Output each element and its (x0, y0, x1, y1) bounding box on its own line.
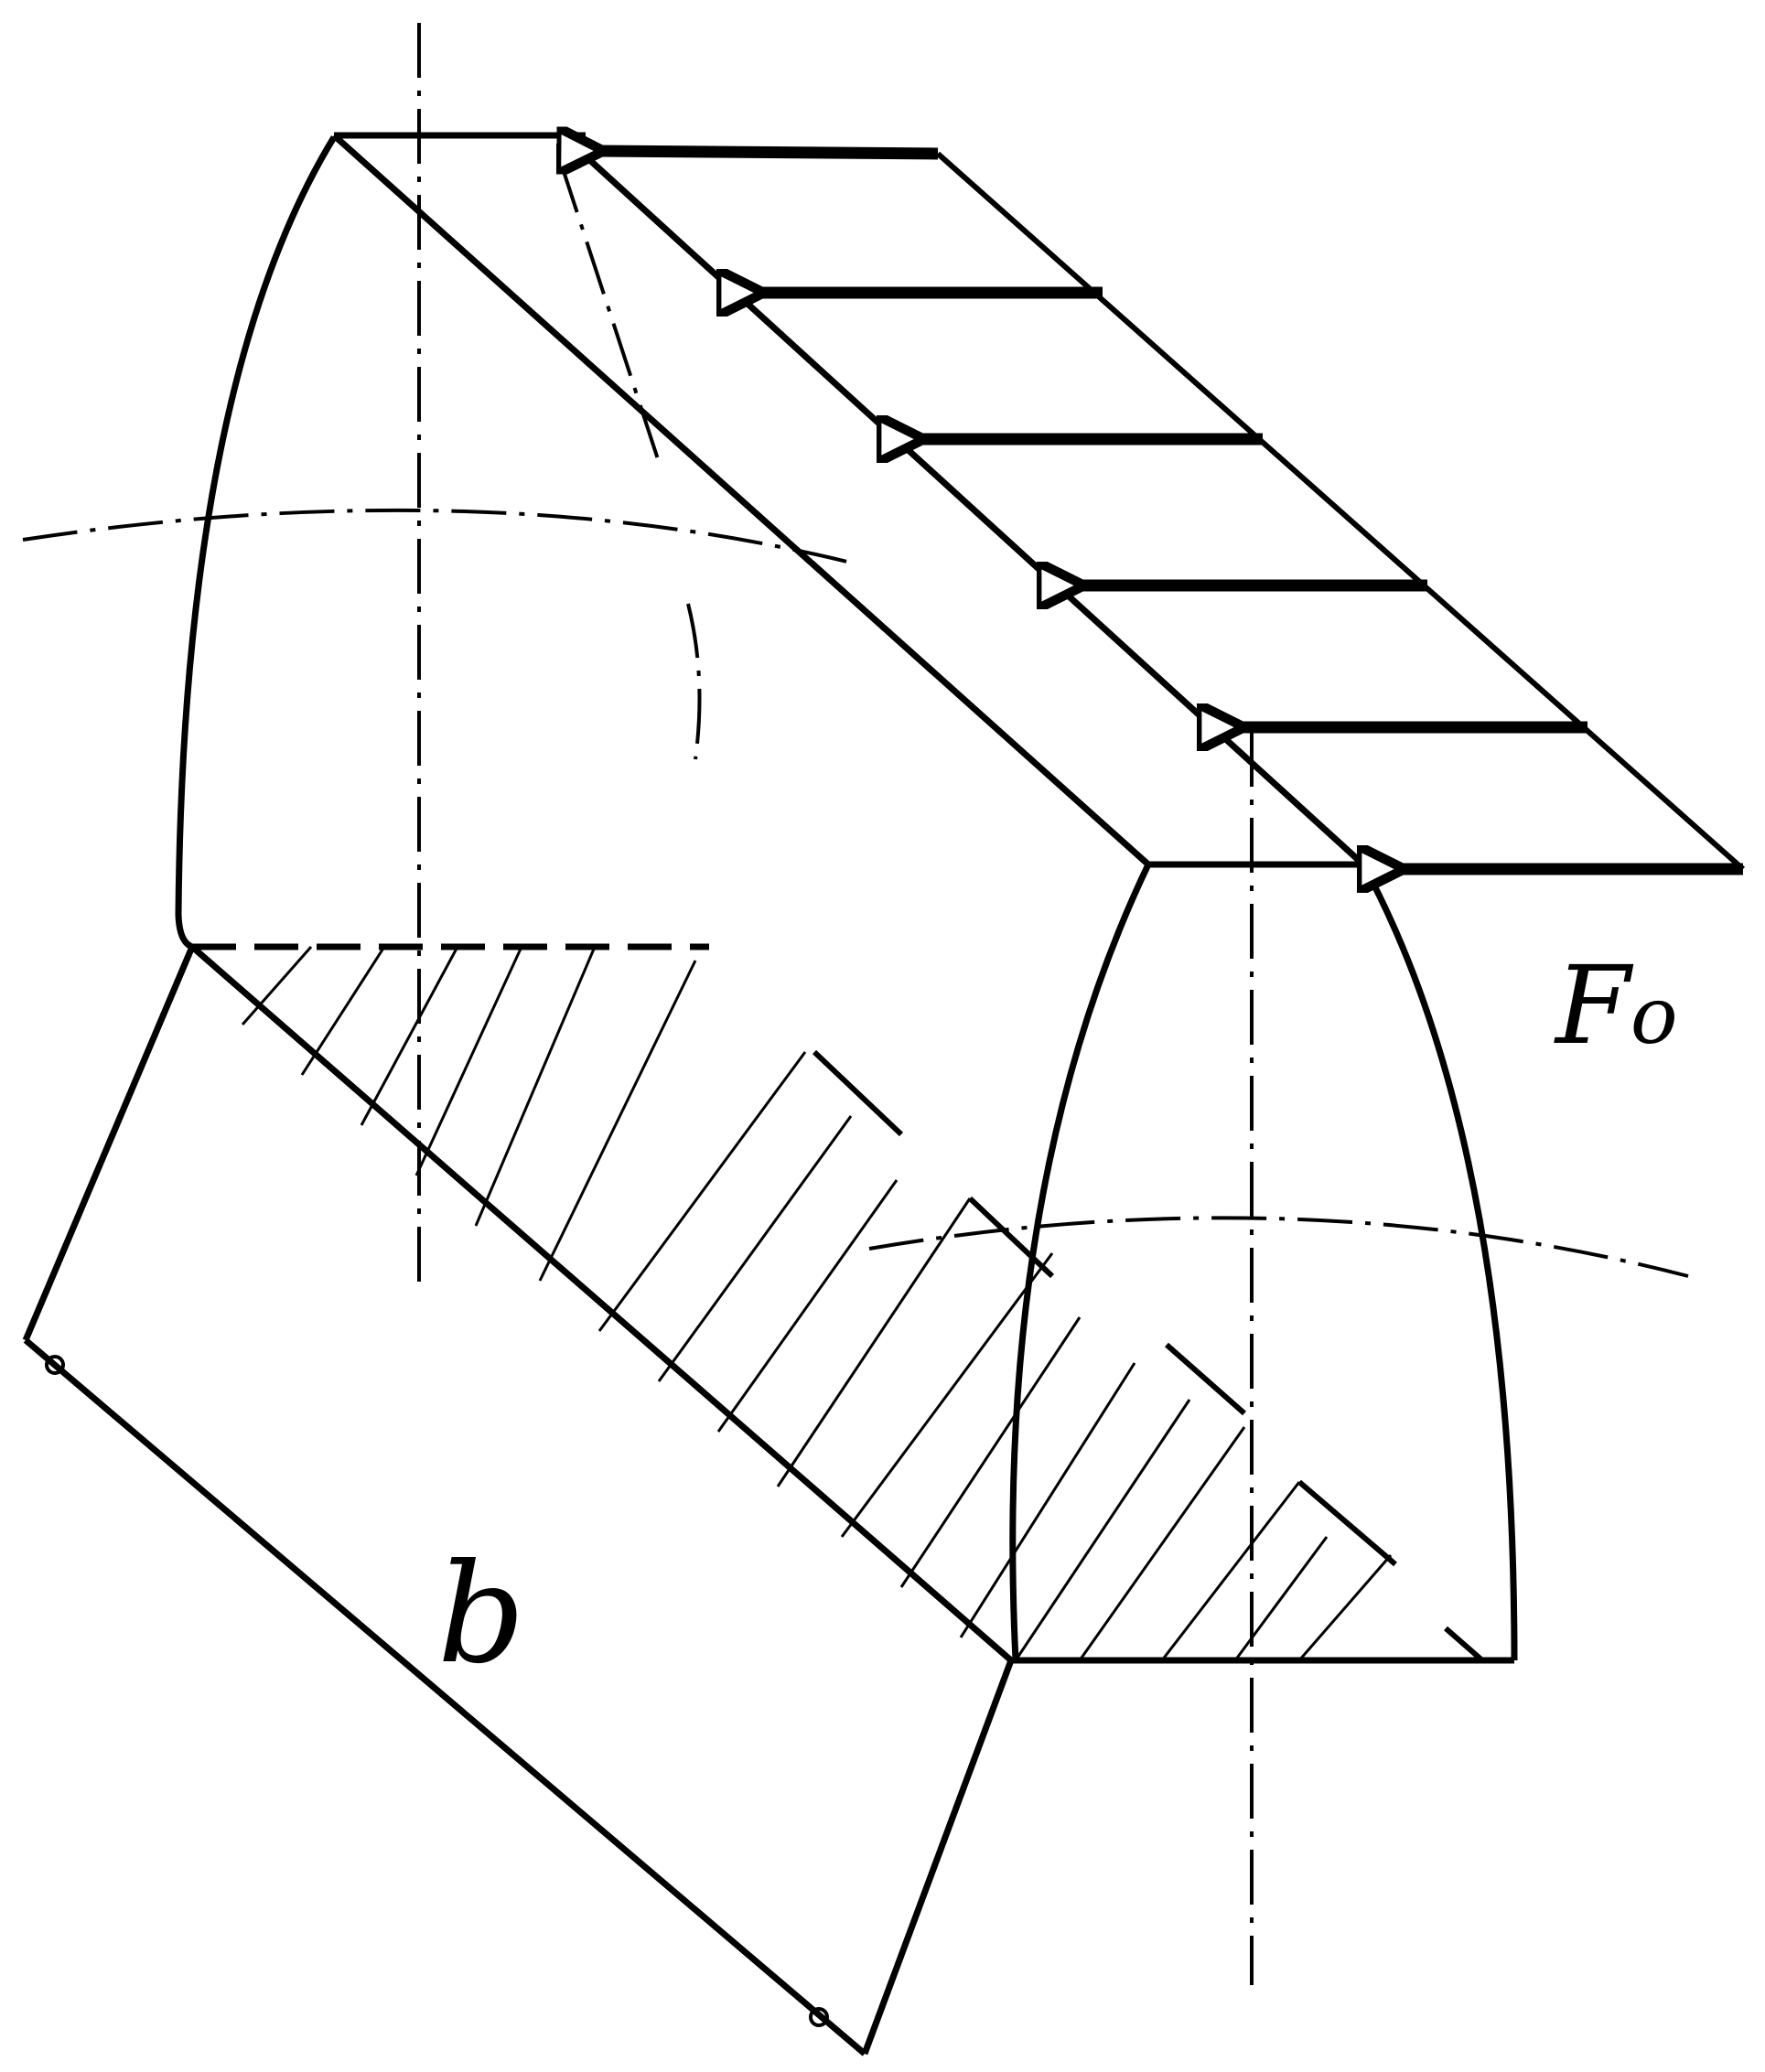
force-arrow-1 (599, 151, 939, 154)
pitch-circle-left (22, 508, 852, 564)
dimension-end-top (45, 1355, 65, 1375)
face-width-label: b (437, 1535, 526, 1694)
load-plane (936, 151, 1745, 872)
dimension-line-b (23, 1337, 867, 2056)
force-arrows (599, 151, 1743, 869)
root-section-front-edge (189, 944, 1014, 1663)
pitch-circle-left-arc (686, 603, 702, 760)
dimension-end-bottom (809, 2007, 829, 2027)
force-label-symbol: F (1555, 942, 1630, 1068)
tooth-left-flank (175, 135, 337, 950)
tooth-right-flank (1009, 863, 1518, 1664)
panel-bottom-right (861, 1659, 1015, 2056)
pitch-circle-right (868, 1216, 1689, 1278)
root-section (189, 943, 1484, 1663)
panel-top-left (22, 945, 196, 1342)
tooth-top-face (331, 132, 1366, 868)
center-lines (22, 23, 1689, 1985)
face-width-panel (22, 945, 1015, 2056)
hatch-ticks (812, 1049, 1484, 1663)
hatch-lines (241, 946, 1393, 1661)
right-involute-curve-outer (1360, 863, 1518, 1661)
force-label: Fo (1555, 951, 1678, 1059)
right-involute-curve-inner (1009, 863, 1152, 1661)
top-edge-left (331, 133, 1151, 867)
force-label-subscript: o (1630, 971, 1678, 1062)
top-edge-right (560, 133, 1366, 867)
left-involute-curve (175, 135, 337, 950)
load-plane-back-edge (936, 151, 1745, 872)
